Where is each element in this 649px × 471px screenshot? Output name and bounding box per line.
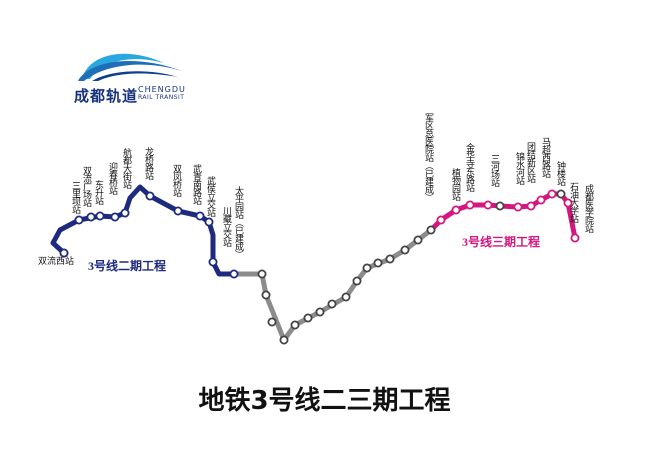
phase2-label: 3号线二期工程 bbox=[88, 258, 166, 273]
station-marker bbox=[563, 198, 573, 208]
station-label: 三河场站 bbox=[489, 154, 500, 188]
station-marker-unlabeled bbox=[279, 335, 289, 345]
station-marker-unlabeled bbox=[495, 201, 505, 211]
station-marker bbox=[110, 212, 120, 222]
station-marker-unlabeled bbox=[362, 263, 372, 273]
station-label: 植物园站 bbox=[450, 167, 461, 202]
station-marker-unlabeled bbox=[413, 235, 423, 245]
station-marker-unlabeled bbox=[261, 290, 271, 300]
station-label: 双凤桥站 bbox=[171, 164, 182, 198]
station-label: 双流西站 bbox=[38, 255, 74, 267]
station-marker bbox=[465, 200, 475, 210]
station-marker bbox=[173, 206, 183, 216]
logo-english-line2: RAIL TRANSIT bbox=[138, 94, 185, 101]
station-marker-unlabeled bbox=[352, 276, 362, 286]
station-marker bbox=[208, 257, 218, 267]
station-marker-unlabeled bbox=[385, 254, 395, 264]
station-marker-unlabeled bbox=[373, 258, 383, 268]
station-marker-unlabeled bbox=[400, 245, 410, 255]
station-label: 东升站 bbox=[93, 179, 104, 206]
station-marker-unlabeled bbox=[290, 320, 300, 330]
station-label: 石油大学站 bbox=[568, 182, 579, 224]
station-label: 成都医学院站 bbox=[583, 183, 594, 234]
station-label: 钟楼站 bbox=[555, 160, 566, 187]
station-label: 龙桥路站 bbox=[143, 146, 154, 181]
logo: 成都轨道 CHENGDU RAIL TRANSIT bbox=[62, 45, 192, 105]
map-title: 地铁3号线二三期工程 bbox=[198, 386, 451, 416]
station-marker bbox=[74, 215, 84, 225]
station-label: 迎春桥站 bbox=[107, 161, 118, 196]
station-label: 锦水河站 bbox=[514, 151, 525, 186]
station-marker bbox=[451, 205, 461, 215]
station-marker bbox=[536, 195, 546, 205]
logo-wave-icon bbox=[78, 53, 182, 81]
station-marker-unlabeled bbox=[327, 299, 337, 309]
station-marker-unlabeled bbox=[426, 225, 436, 235]
station-label: 金华寺东路站 bbox=[464, 142, 475, 193]
station-label: 太平园站（已建成） bbox=[233, 185, 244, 258]
station-marker bbox=[95, 211, 105, 221]
station-label: 武青南路站 bbox=[191, 163, 202, 206]
station-marker bbox=[570, 233, 580, 243]
station-marker bbox=[483, 200, 493, 210]
station-marker-unlabeled bbox=[267, 317, 277, 327]
station-marker bbox=[59, 248, 69, 258]
station-marker-unlabeled bbox=[257, 269, 267, 279]
logo-chinese-text: 成都轨道 bbox=[74, 87, 139, 105]
station-marker-unlabeled bbox=[315, 307, 325, 317]
phase2-line bbox=[50, 184, 237, 277]
station-label: 武侯立交站 bbox=[205, 175, 216, 218]
station-marker-unlabeled bbox=[303, 313, 313, 323]
station-label: 马超西路站 bbox=[540, 137, 551, 179]
station-marker bbox=[547, 189, 557, 199]
station-marker bbox=[120, 208, 130, 218]
station-marker bbox=[526, 201, 536, 211]
station-marker bbox=[229, 269, 239, 279]
station-marker bbox=[204, 217, 214, 227]
logo-english-line1: CHENGDU bbox=[138, 85, 186, 94]
station-marker bbox=[513, 202, 523, 212]
station-label: 川藏立交站 bbox=[221, 206, 232, 248]
station-label: 双流广场站 bbox=[81, 166, 92, 208]
station-marker bbox=[436, 215, 446, 225]
station-label: 三里坝站 bbox=[70, 181, 81, 215]
existing-line-segment bbox=[231, 227, 434, 343]
station-marker bbox=[86, 212, 96, 222]
station-label: 军区总医院站（已建成） bbox=[423, 113, 434, 201]
station-label: 团结新区站 bbox=[525, 142, 536, 184]
station-marker bbox=[195, 211, 205, 221]
station-label: 航都大街站 bbox=[121, 147, 132, 190]
station-marker-unlabeled bbox=[556, 189, 566, 199]
phase3-label: 3号线三期工程 bbox=[462, 234, 540, 249]
station-marker-unlabeled bbox=[341, 292, 351, 302]
station-marker bbox=[145, 191, 155, 201]
phase3-line bbox=[428, 191, 578, 241]
